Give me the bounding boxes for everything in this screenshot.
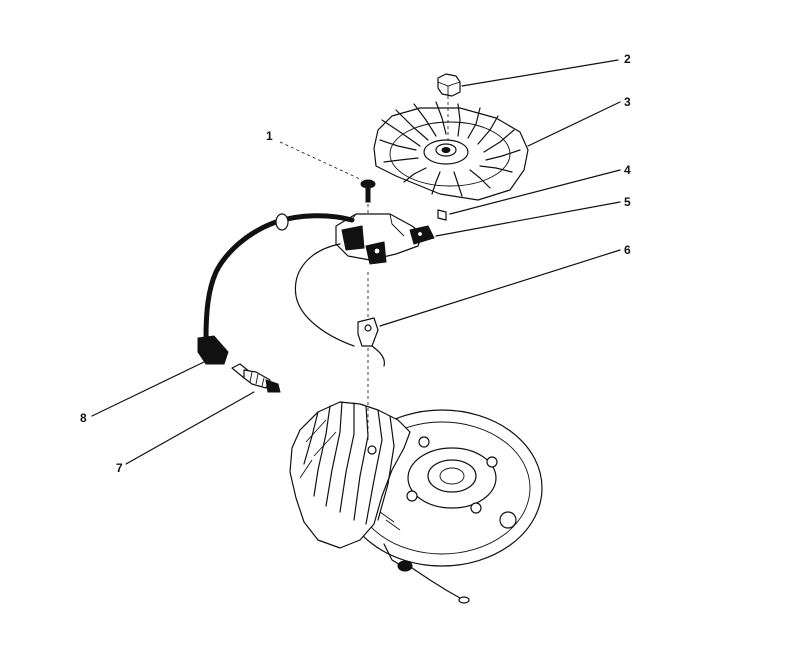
spark-plug <box>231 363 281 393</box>
callout-8: 8 <box>80 411 87 425</box>
callout-3: 3 <box>624 95 631 109</box>
nut <box>437 73 461 140</box>
spark-plug-boot <box>197 213 355 365</box>
leader-lines <box>91 59 621 465</box>
callout-2: 2 <box>624 52 631 66</box>
engine-block <box>289 401 543 604</box>
callout-6: 6 <box>624 243 631 257</box>
callout-1: 1 <box>266 129 273 143</box>
callout-5: 5 <box>624 195 631 209</box>
flywheel <box>373 101 529 201</box>
callout-7: 7 <box>116 461 123 475</box>
key <box>437 209 447 221</box>
ground-wire <box>294 243 355 347</box>
ground-clip <box>357 272 385 440</box>
callout-4: 4 <box>624 163 631 177</box>
ignition-module <box>335 213 435 265</box>
screw <box>360 179 376 216</box>
